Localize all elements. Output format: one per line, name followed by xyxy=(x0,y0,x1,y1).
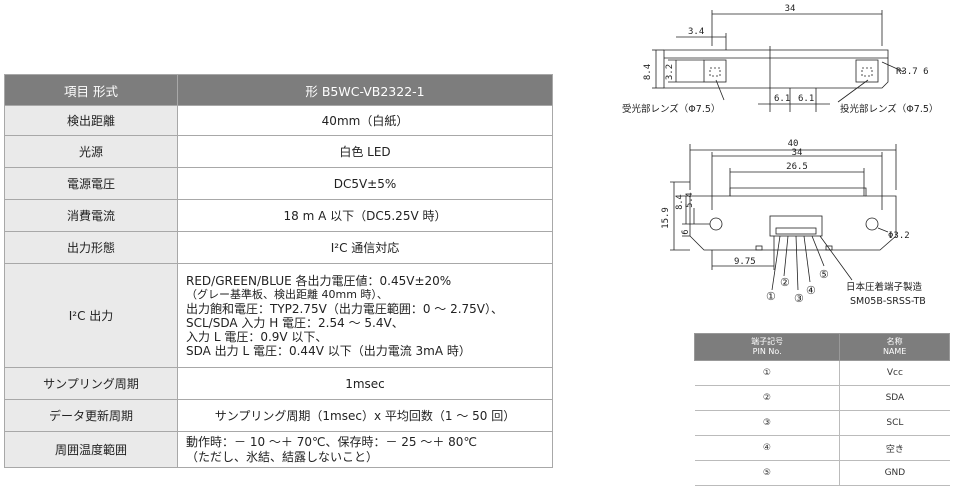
spec-line: （グレー基準板、検出距離 40mm 時）、 xyxy=(186,287,388,301)
spec-label: 光源 xyxy=(4,135,178,168)
dim-top-inner: 3.2 xyxy=(665,64,675,80)
spec-row: 電源電圧 DC5V±5% xyxy=(4,167,553,200)
spec-line: 動作時：－ 10 ～＋ 70℃、保存時：－ 25 ～＋ 80℃ xyxy=(186,434,477,449)
pin-callout-4: ④ xyxy=(806,284,816,297)
dim-front-slot: 26.5 xyxy=(786,162,808,172)
pin-row: ① Vcc xyxy=(694,360,950,386)
spec-label: 周囲温度範囲 xyxy=(4,431,178,468)
pin-callout-3: ③ xyxy=(794,292,804,305)
spec-value: I²C 通信対応 xyxy=(177,231,553,264)
spec-header-item: 項目 形式 xyxy=(4,74,178,106)
spec-header-row: 項目 形式 形 B5WC-VB2322-1 xyxy=(4,74,553,106)
spec-row: I²C 出力 RED/GREEN/BLUE 各出力電圧値：0.45V±20% （… xyxy=(4,263,553,368)
pin-name: 空き xyxy=(839,435,950,461)
spec-label: 電源電圧 xyxy=(4,167,178,200)
dim-front-holes: 34 xyxy=(792,148,803,158)
dim-top-offset: 3.4 xyxy=(688,27,704,37)
spec-value: 白色 LED xyxy=(177,135,553,168)
spec-label: 出力形態 xyxy=(4,231,178,264)
pin-table: 端子記号 PIN No. 名称 NAME ① Vcc ② SDA ③ SCL ④… xyxy=(693,333,950,486)
pin-callout-2: ② xyxy=(780,276,790,289)
spec-header-model: 形 B5WC-VB2322-1 xyxy=(177,74,553,106)
spec-row: 出力形態 I²C 通信対応 xyxy=(4,231,553,264)
pin-header-pin-jp: 端子記号 xyxy=(751,337,784,346)
spec-line: SDA 出力 L 電圧：0.44V 以下（出力電流 3mA 時） xyxy=(186,343,471,358)
spec-value-multiline: 動作時：－ 10 ～＋ 70℃、保存時：－ 25 ～＋ 80℃ （ただし、氷結、… xyxy=(177,431,553,468)
spec-label: 検出距離 xyxy=(4,105,178,136)
spec-label: 消費電流 xyxy=(4,199,178,232)
spec-table: 項目 形式 形 B5WC-VB2322-1 検出距離 40mm（白紙） 光源 白… xyxy=(4,74,553,468)
spec-label: サンプリング周期 xyxy=(4,367,178,400)
spec-row: 検出距離 40mm（白紙） xyxy=(4,105,553,136)
pin-callout-5: ⑤ xyxy=(819,268,829,281)
pin-row: ② SDA xyxy=(694,385,950,411)
spec-row: 消費電流 18 m A 以下（DC5.25V 時） xyxy=(4,199,553,232)
label-emitter-lens: 投光部レンズ（Φ7.5） xyxy=(840,103,938,115)
dim-top-radius: R3.7 6 xyxy=(896,67,929,77)
spec-value: 18 m A 以下（DC5.25V 時） xyxy=(177,199,553,232)
label-receiver-lens: 受光部レンズ（Φ7.5） xyxy=(622,103,720,115)
spec-value: サンプリング周期（1msec）x 平均回数（1 ～ 50 回） xyxy=(177,399,553,432)
dim-front-a: 8.4 xyxy=(675,194,685,209)
pin-row: ③ SCL xyxy=(694,410,950,436)
spec-value: DC5V±5% xyxy=(177,167,553,200)
pin-number: ⑤ xyxy=(694,460,840,486)
dim-front-height: 15.9 xyxy=(661,207,671,229)
pin-callout-1: ① xyxy=(766,290,776,303)
pin-header-name: 名称 NAME xyxy=(839,333,950,361)
spec-row: 周囲温度範囲 動作時：－ 10 ～＋ 70℃、保存時：－ 25 ～＋ 80℃ （… xyxy=(4,431,553,468)
pin-row: ④ 空き xyxy=(694,435,950,461)
spec-line: （ただし、氷結、結露しないこと） xyxy=(186,449,379,464)
pin-number: ① xyxy=(694,360,840,386)
pin-row: ⑤ GND xyxy=(694,460,950,486)
pin-number: ② xyxy=(694,385,840,411)
dim-gap-right: 6.1 xyxy=(798,94,814,104)
dim-front-c: 6 xyxy=(681,229,691,234)
spec-label: データ更新周期 xyxy=(4,399,178,432)
pin-header-row: 端子記号 PIN No. 名称 NAME xyxy=(693,333,950,361)
dim-connector: 9.75 xyxy=(734,257,756,267)
spec-line: 入力 L 電圧：0.9V 以下、 xyxy=(186,329,328,344)
dim-top-width: 34 xyxy=(785,4,796,14)
pin-header-name-en: NAME xyxy=(882,347,907,356)
connector-part: SM05B-SRSS-TB xyxy=(850,296,926,307)
dimension-drawing: 34 3.4 8.4 3.2 R3.7 6 6.1 6.1 受光部レンズ（Φ7.… xyxy=(622,4,938,307)
pin-name: SCL xyxy=(839,410,950,436)
pin-name: GND xyxy=(839,460,950,486)
dim-front-outer: 40 xyxy=(788,139,799,149)
connector-maker: 日本圧着端子製造 xyxy=(846,281,923,293)
pin-name: SDA xyxy=(839,385,950,411)
spec-line: 出力飽和電圧：TYP2.75V（出力電圧範囲：0 ～ 2.75V）、 xyxy=(186,301,504,316)
dim-gap-left: 6.1 xyxy=(774,94,790,104)
pin-header-pin: 端子記号 PIN No. xyxy=(693,333,841,361)
spec-value: 1msec xyxy=(177,367,553,400)
pin-header-name-jp: 名称 xyxy=(886,337,903,346)
dim-front-hole: Φ3.2 xyxy=(888,231,910,241)
spec-line: RED/GREEN/BLUE 各出力電圧値：0.45V±20% xyxy=(186,273,452,288)
pin-number: ③ xyxy=(694,410,840,436)
spec-value: 40mm（白紙） xyxy=(177,105,553,136)
spec-label: I²C 出力 xyxy=(4,263,178,368)
pin-header-pin-en: PIN No. xyxy=(752,347,782,356)
spec-line: SCL/SDA 入力 H 電圧：2.54 ～ 5.4V、 xyxy=(186,315,404,330)
spec-row: 光源 白色 LED xyxy=(4,135,553,168)
pin-name: Vcc xyxy=(839,360,950,386)
dim-front-b: 5.4 xyxy=(685,192,695,207)
dim-top-height: 8.4 xyxy=(643,64,653,80)
pin-number: ④ xyxy=(694,435,840,461)
spec-value-multiline: RED/GREEN/BLUE 各出力電圧値：0.45V±20% （グレー基準板、… xyxy=(177,263,553,368)
spec-row: サンプリング周期 1msec xyxy=(4,367,553,400)
spec-row: データ更新周期 サンプリング周期（1msec）x 平均回数（1 ～ 50 回） xyxy=(4,399,553,432)
